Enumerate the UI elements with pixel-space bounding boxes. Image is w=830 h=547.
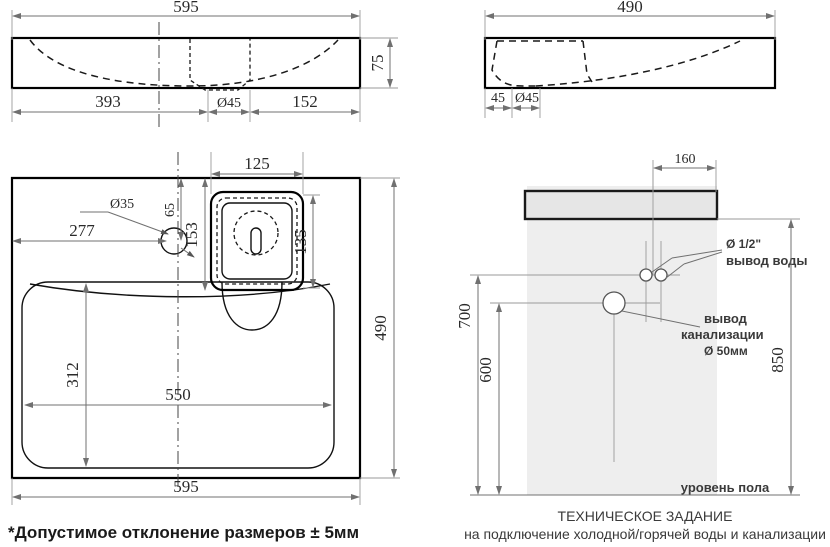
dim-label-312: 312 bbox=[63, 362, 82, 388]
leader-drain bbox=[621, 310, 701, 328]
plan-faucet-recess-hidden bbox=[216, 197, 298, 285]
dim-label-135: 135 bbox=[291, 229, 310, 255]
side-bowl-hidden-curve bbox=[535, 40, 741, 87]
dim-label-75: 75 bbox=[368, 55, 387, 72]
side-drain-hidden-left bbox=[491, 40, 536, 87]
plan-faucet-circle-hidden bbox=[233, 210, 279, 256]
plan-faucet-recess-outer bbox=[209, 190, 305, 292]
front-section-view: 595 75 393 Ø45 152 bbox=[10, 0, 398, 128]
side-drain-hidden-right bbox=[582, 40, 593, 83]
dim-label-d35: Ø35 bbox=[110, 197, 134, 212]
dim-label-700: 700 bbox=[455, 303, 474, 329]
dim-label-d45-side: Ø45 bbox=[515, 91, 539, 106]
tolerance-note: *Допустимое отклонение размеров ± 5мм bbox=[8, 523, 359, 542]
dim-label-45: 45 bbox=[491, 91, 505, 106]
installation-elevation-view: 160 Ø 1/2" вывод воды вывод канализации … bbox=[455, 152, 808, 496]
leader-water-shelf-1 bbox=[671, 249, 723, 259]
front-section-outline bbox=[10, 36, 362, 90]
drain-outlet bbox=[602, 291, 626, 315]
caption-subtitle: на подключение холодной/горячей воды и к… bbox=[464, 526, 826, 542]
dim-label-600: 600 bbox=[476, 357, 495, 383]
label-drain-line2: канализации bbox=[681, 327, 764, 342]
plan-faucet-recess-inner bbox=[221, 202, 293, 280]
side-section-outline bbox=[483, 36, 777, 90]
leader-water-shelf-2 bbox=[683, 251, 723, 265]
dim-label-160: 160 bbox=[675, 152, 696, 167]
dim-label-125: 125 bbox=[244, 154, 270, 173]
side-section-view: 490 45 Ø45 bbox=[483, 0, 777, 118]
water-outlet-left bbox=[639, 268, 653, 282]
leader-water-2 bbox=[665, 263, 685, 279]
dim-label-850: 850 bbox=[768, 347, 787, 373]
front-drain-hidden bbox=[189, 39, 251, 91]
dim-label-277: 277 bbox=[69, 221, 95, 240]
front-bowl-hidden-curve bbox=[29, 39, 339, 87]
leader-water-1 bbox=[651, 257, 673, 273]
dim-label-p595: 595 bbox=[173, 477, 199, 496]
caption-title: ТЕХНИЧЕСКОЕ ЗАДАНИЕ bbox=[558, 508, 733, 524]
wall-band bbox=[527, 186, 717, 495]
dim-label-393: 393 bbox=[95, 92, 121, 111]
plan-drain-bulb bbox=[221, 281, 283, 331]
label-drain-line1: вывод bbox=[704, 311, 748, 326]
dim-label-595-top: 595 bbox=[173, 0, 199, 16]
dim-label-490-top: 490 bbox=[617, 0, 643, 16]
dim-label-153: 153 bbox=[182, 222, 201, 248]
dim-label-p490: 490 bbox=[371, 315, 390, 341]
plan-faucet-spout bbox=[250, 227, 262, 255]
plan-top-view: Ø35 277 65 153 125 135 3 bbox=[10, 152, 400, 505]
label-water-outlet-text: вывод воды bbox=[726, 253, 808, 268]
water-outlet-right bbox=[654, 268, 668, 282]
dim-label-550: 550 bbox=[165, 385, 191, 404]
label-drain-size: Ø 50мм bbox=[704, 344, 748, 358]
counter-slab bbox=[523, 189, 719, 221]
label-water-outlet-size: Ø 1/2" bbox=[726, 237, 761, 251]
dim-label-65: 65 bbox=[163, 203, 178, 217]
dim-label-d45-front: Ø45 bbox=[217, 96, 241, 111]
leader-d35-tail bbox=[180, 247, 195, 258]
label-floor-level: уровень пола bbox=[681, 480, 770, 495]
dim-label-152: 152 bbox=[292, 92, 318, 111]
leader-d35 bbox=[107, 211, 169, 235]
